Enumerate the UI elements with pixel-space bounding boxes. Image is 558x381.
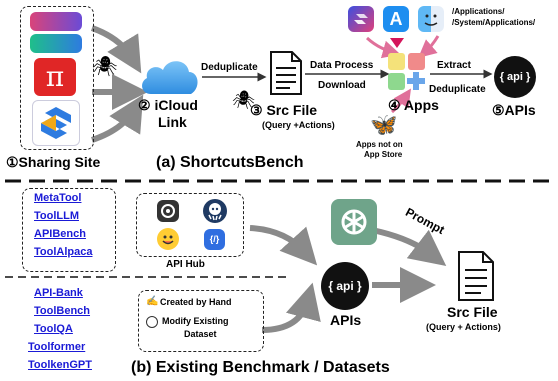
spider-icon: 🕷 xyxy=(232,90,255,110)
pink-arrow-butterfly xyxy=(391,88,411,114)
arrow-hub-to-apis xyxy=(249,225,318,266)
site-logo-2 xyxy=(30,34,82,53)
api-badge-icon: { api } xyxy=(494,56,536,98)
src-file-sublabel: (Query +Actions) xyxy=(262,120,335,130)
huggingface-icon xyxy=(157,228,179,250)
api-hub-box xyxy=(136,193,244,257)
pink-arrow-finder xyxy=(418,35,440,58)
link-toolllm[interactable]: ToolLLM xyxy=(34,210,79,222)
modify-line2: Dataset xyxy=(184,329,217,339)
apps-not-line1: Apps not on xyxy=(356,140,403,149)
deduplicate2-label: Deduplicate xyxy=(429,84,486,95)
apps-not-line2: App Store xyxy=(364,150,403,159)
document-icon xyxy=(270,51,302,95)
octopus-icon xyxy=(203,199,227,223)
s-logo-svg xyxy=(41,107,71,139)
arrow-hand-to-apis xyxy=(261,282,321,333)
arrow-prompt xyxy=(371,227,447,267)
icloud-label-line1: ② iCloud xyxy=(138,97,198,113)
link-apibench[interactable]: APIBench xyxy=(34,228,86,240)
site-logo-s-icon xyxy=(32,100,80,146)
download-label: Download xyxy=(318,80,366,91)
caption-b: (b) Existing Benchmark / Datasets xyxy=(131,359,390,376)
src-file-bottom-label: Src File xyxy=(447,304,498,320)
extract-label: Extract xyxy=(437,60,471,71)
link-toolkengpt[interactable]: ToolkenGPT xyxy=(28,359,92,371)
finder-icon xyxy=(418,6,444,32)
app-tile-red xyxy=(408,53,425,70)
app-tile-plus-icon xyxy=(406,71,426,91)
caption-a: (a) ShortcutsBench xyxy=(156,154,304,171)
paths-line1: /Applications/ xyxy=(452,7,505,16)
pink-arrow-shortcuts xyxy=(365,36,401,59)
apis-bottom-label: APIs xyxy=(330,312,362,328)
arrow-curved-top xyxy=(90,25,142,74)
modify-line1: Modify Existing xyxy=(162,316,229,326)
app-store-icon: A xyxy=(383,6,409,32)
code-icon: {/} xyxy=(204,229,225,250)
site-logo-1 xyxy=(30,12,82,31)
document-icon xyxy=(458,251,494,301)
link-toolalpaca[interactable]: ToolAlpaca xyxy=(34,246,93,258)
hand-icon: ✍ xyxy=(146,296,159,307)
app-tile-green xyxy=(388,73,405,90)
link-metatool[interactable]: MetaTool xyxy=(34,192,82,204)
link-toolqa[interactable]: ToolQA xyxy=(34,323,73,335)
down-arrow-icon xyxy=(390,38,404,48)
shortcuts-icon xyxy=(348,6,374,32)
api-badge-icon: { api } xyxy=(321,262,369,310)
icloud-icon xyxy=(142,61,198,94)
api-hub-label: API Hub xyxy=(166,259,205,270)
arrow-curved-bottom xyxy=(91,94,144,143)
link-api-bank[interactable]: API-Bank xyxy=(34,287,83,299)
link-toolformer[interactable]: Toolformer xyxy=(28,341,86,353)
icloud-label-line2: Link xyxy=(158,114,187,130)
spider-icon: 🕷 xyxy=(92,56,118,78)
openai-icon xyxy=(331,199,377,245)
created-box xyxy=(138,290,264,352)
created-by-hand-label: Created by Hand xyxy=(160,297,232,307)
sharing-site-label: ①Sharing Site xyxy=(6,154,101,170)
app-tile-yellow xyxy=(388,53,405,70)
link-toolbench[interactable]: ToolBench xyxy=(34,305,91,317)
paths-line2: /System/Applications/ xyxy=(452,18,536,27)
pi-icon: π xyxy=(34,58,76,96)
butterfly-icon: 🦋 xyxy=(370,112,398,137)
openai-icon xyxy=(157,200,179,222)
sharing-site-box xyxy=(20,6,94,150)
apis-label: ⑤APIs xyxy=(492,102,536,118)
apps-label: ④ Apps xyxy=(388,97,439,113)
data-process-label: Data Process xyxy=(310,60,374,71)
benchmark-box-top xyxy=(22,188,116,272)
src-file-bottom-sublabel: (Query + Actions) xyxy=(426,322,501,332)
modify-icon xyxy=(146,316,158,328)
deduplicate-label: Deduplicate xyxy=(201,62,258,73)
src-file-label: ③ Src File xyxy=(250,102,318,118)
